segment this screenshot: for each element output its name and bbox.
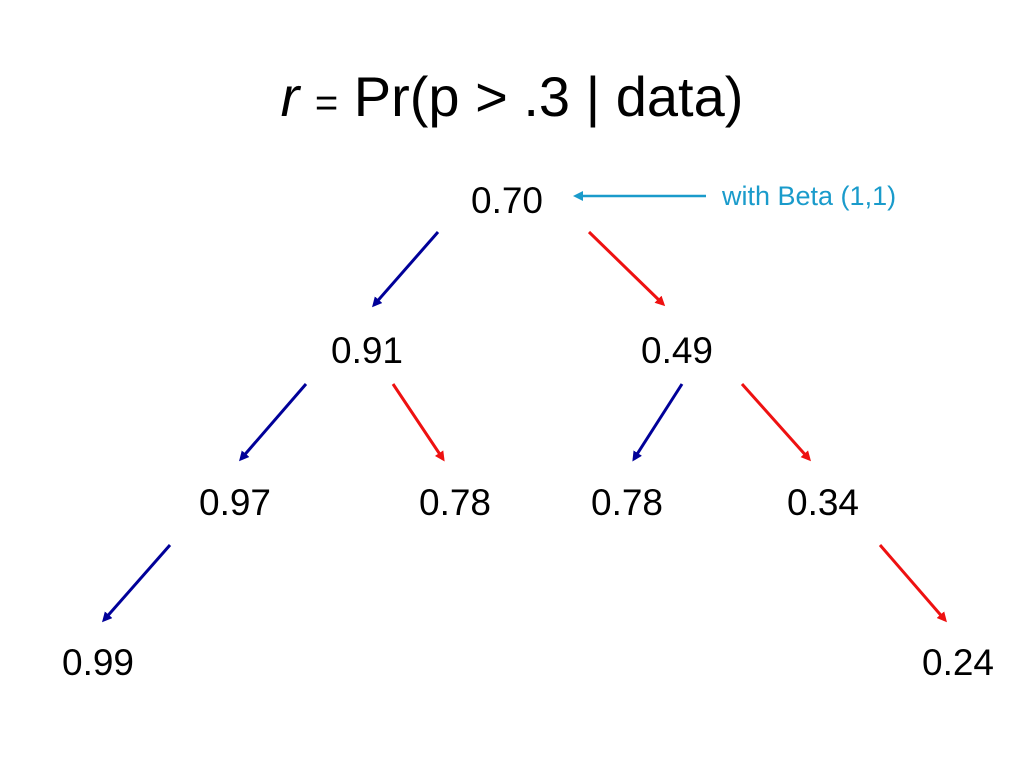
arrow-l1left-to-left — [239, 383, 308, 462]
title-expression: Pr(p > .3 | data) — [353, 65, 744, 128]
tree-node-level2-right-right: 0.34 — [787, 482, 860, 523]
tree-node-level2-left-right: 0.78 — [419, 482, 492, 523]
tree-node-level2-right-left: 0.78 — [591, 482, 664, 523]
page-title: r = Pr(p > .3 | data) — [0, 62, 1024, 138]
arrow-root-to-right — [587, 230, 666, 307]
tree-node-level2-left-left: 0.97 — [199, 482, 272, 523]
prior-annotation: with Beta (1,1) — [722, 181, 897, 211]
title-equals: = — [314, 81, 339, 125]
arrow-l2-to-right — [878, 544, 947, 623]
title-variable: r — [280, 65, 300, 128]
arrow-l2-to-left — [102, 544, 172, 623]
tree-node-root: 0.70 — [471, 180, 544, 221]
tree-node-level3-right: 0.24 — [922, 642, 995, 683]
arrow-l1right-to-left — [632, 383, 684, 462]
arrow-root-to-left — [372, 231, 440, 308]
arrow-l1left-to-right — [391, 383, 445, 462]
tree-node-level3-left: 0.99 — [62, 642, 135, 683]
arrow-l1right-to-right — [740, 383, 811, 462]
tree-node-level1-left: 0.91 — [331, 330, 404, 371]
tree-node-level1-right: 0.49 — [641, 330, 714, 371]
